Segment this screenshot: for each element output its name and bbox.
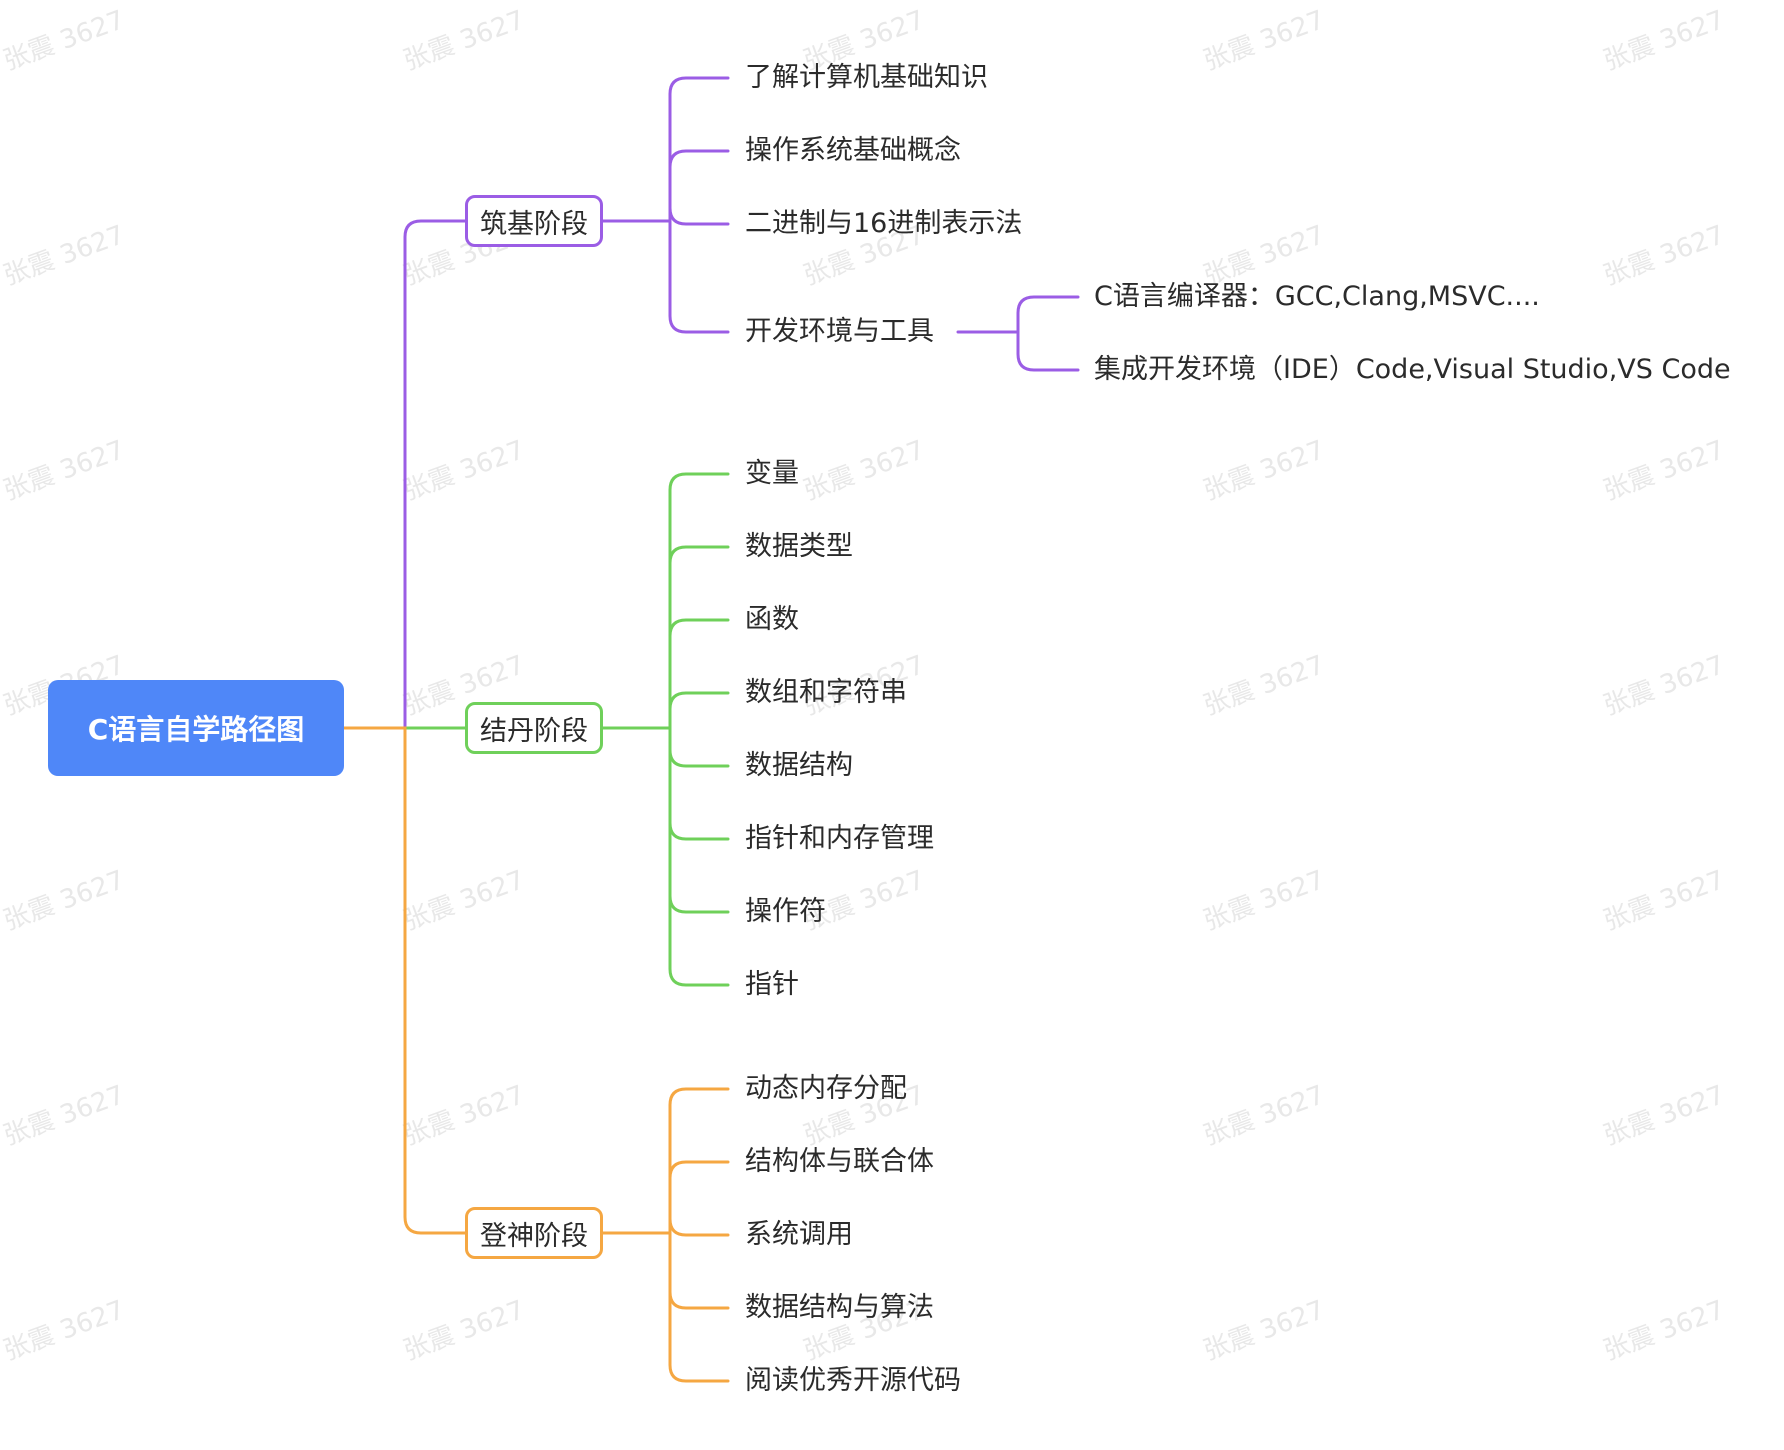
root-to-stage-line (342, 219, 467, 730)
leaf-connector-line (668, 149, 730, 223)
leaf-connector-line (668, 219, 730, 334)
sub-connector-line (1016, 330, 1080, 372)
leaf-topic[interactable]: 结构体与联合体 (745, 1146, 934, 1177)
leaf-connector-line (668, 207, 730, 226)
leaf-connector-line (668, 1087, 730, 1235)
leaf-connector-line (668, 691, 730, 730)
leaf-connector-line (668, 618, 730, 730)
sub-topic[interactable]: 集成开发环境（IDE）Code,Visual Studio,VS Code (1094, 354, 1731, 385)
stage-node[interactable]: 结丹阶段 (465, 702, 603, 754)
leaf-connector-line (668, 1160, 730, 1235)
leaf-topic[interactable]: 数据结构 (745, 750, 853, 781)
leaf-topic[interactable]: 变量 (745, 458, 799, 489)
leaf-connector-line (668, 1218, 730, 1237)
leaf-topic[interactable]: 数组和字符串 (745, 677, 907, 708)
leaf-topic[interactable]: 开发环境与工具 (745, 316, 934, 347)
leaf-connector-line (668, 726, 730, 841)
leaf-connector-line (668, 545, 730, 730)
leaf-topic[interactable]: 操作符 (745, 896, 826, 927)
leaf-topic[interactable]: 操作系统基础概念 (745, 135, 961, 166)
sub-connector-line (1016, 295, 1080, 334)
sub-topic[interactable]: C语言编译器：GCC,Clang,MSVC.... (1094, 281, 1540, 312)
leaf-connector-line (668, 1231, 730, 1310)
leaf-connector-line (668, 726, 730, 987)
leaf-topic[interactable]: 阅读优秀开源代码 (745, 1365, 961, 1396)
leaf-topic[interactable]: 了解计算机基础知识 (745, 62, 988, 93)
leaf-topic[interactable]: 二进制与16进制表示法 (745, 208, 1023, 239)
leaf-topic[interactable]: 函数 (745, 604, 799, 635)
leaf-topic[interactable]: 指针 (745, 969, 799, 1000)
leaf-connector-line (668, 1231, 730, 1383)
stage-node[interactable]: 筑基阶段 (465, 195, 603, 247)
leaf-connector-line (668, 472, 730, 730)
leaf-connector-line (668, 726, 730, 914)
leaf-connector-line (668, 76, 730, 223)
leaf-topic[interactable]: 系统调用 (745, 1219, 853, 1250)
root-to-stage-line (342, 726, 467, 1235)
leaf-connector-line (668, 726, 730, 768)
root-node[interactable]: C语言自学路径图 (48, 680, 344, 776)
leaf-topic[interactable]: 数据类型 (745, 531, 853, 562)
leaf-topic[interactable]: 指针和内存管理 (745, 823, 934, 854)
leaf-topic[interactable]: 数据结构与算法 (745, 1292, 934, 1323)
leaf-topic[interactable]: 动态内存分配 (745, 1073, 907, 1104)
stage-node[interactable]: 登神阶段 (465, 1207, 603, 1259)
